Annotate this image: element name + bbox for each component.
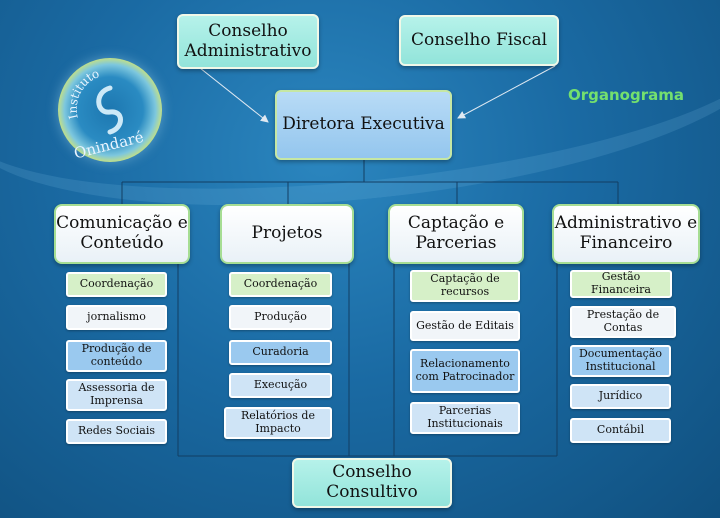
logo-arc-text: Instituto: [66, 66, 102, 120]
sub-item: jornalismo: [66, 305, 167, 330]
conselho-administrativo-box: Conselho Administrativo: [177, 14, 319, 69]
department-label: Comunicação e Conteúdo: [56, 213, 188, 253]
sub-item: Relatórios de Impacto: [224, 407, 332, 439]
sub-item: Documentação Institucional: [570, 345, 671, 377]
sub-item: Redes Sociais: [66, 419, 167, 444]
svg-text:Instituto: Instituto: [66, 66, 102, 120]
sub-item: Gestão Financeira: [570, 270, 672, 298]
arrow-fiscal-to-exec: [457, 65, 556, 119]
conselho-administrativo-label: Conselho Administrativo: [184, 20, 312, 61]
sub-item: Coordenação: [66, 272, 167, 297]
sub-item: Relacionamento com Patrocinador: [410, 349, 520, 393]
sub-item: Coordenação: [229, 272, 332, 297]
sub-item: Produção: [229, 305, 332, 330]
arrow-admin-to-exec: [199, 67, 269, 123]
conselho-fiscal-box: Conselho Fiscal: [399, 15, 559, 66]
department-label: Projetos: [251, 223, 323, 244]
conselho-consultivo-box: Conselho Consultivo: [292, 458, 452, 508]
swirl-icon: [96, 85, 123, 135]
conselho-consultivo-label: Conselho Consultivo: [326, 462, 418, 502]
department-captacao: Captação e Parcerias: [388, 204, 524, 264]
sub-item: Assessoria de Imprensa: [66, 379, 167, 411]
department-comunicacao: Comunicação e Conteúdo: [54, 204, 190, 264]
department-label: Captação e Parcerias: [407, 213, 505, 253]
department-label: Administrativo e Financeiro: [554, 213, 698, 253]
department-projetos: Projetos: [220, 204, 354, 264]
sub-item: Curadoria: [229, 340, 332, 365]
sub-item: Prestação de Contas: [570, 306, 676, 338]
sub-item: Captação de recursos: [410, 270, 520, 302]
sub-item: Execução: [229, 373, 332, 398]
diretora-executiva-box: Diretora Executiva: [275, 90, 452, 160]
sub-item: Contábil: [570, 418, 671, 443]
sub-item: Parcerias Institucionais: [410, 402, 520, 434]
diretora-executiva-label: Diretora Executiva: [282, 114, 445, 135]
instituto-logo: Instituto Onindaré: [58, 58, 162, 162]
sub-item: Gestão de Editais: [410, 311, 520, 341]
sub-item: Produção de conteúdo: [66, 340, 167, 372]
conselho-fiscal-label: Conselho Fiscal: [410, 29, 548, 50]
sub-item: Jurídico: [570, 384, 671, 409]
page-title: Organograma: [568, 86, 685, 104]
department-administrativo: Administrativo e Financeiro: [552, 204, 700, 264]
